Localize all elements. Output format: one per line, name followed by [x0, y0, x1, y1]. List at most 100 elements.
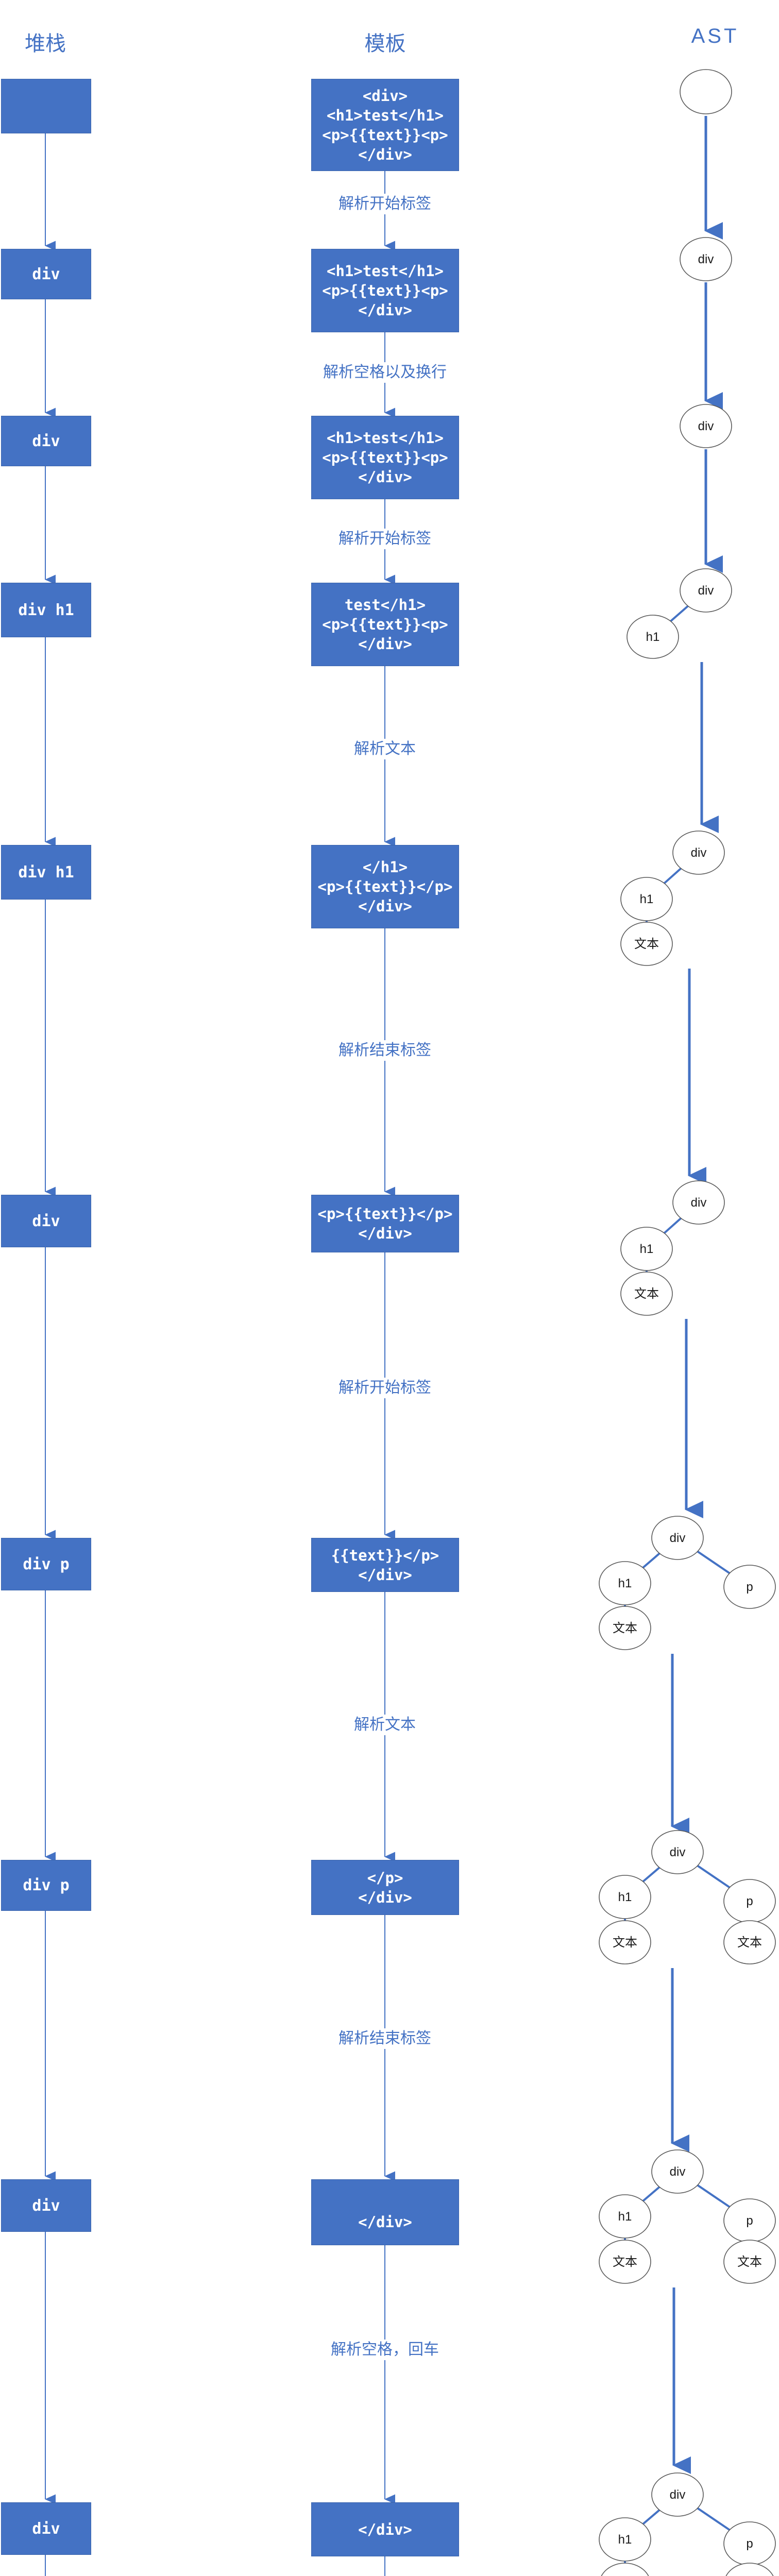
stack-box: div p — [1, 1860, 91, 1911]
template-code-line: </div> — [358, 635, 412, 653]
template-box: </div> — [311, 2502, 459, 2556]
template-column-title: 模板 — [364, 32, 406, 55]
ast-node-h1 — [620, 1227, 673, 1271]
step-label: 解析文本 — [282, 739, 488, 759]
svg-text:h1: h1 — [618, 1577, 632, 1590]
step-label: 解析开始标签 — [282, 194, 488, 214]
svg-text:文本: 文本 — [737, 2255, 762, 2269]
template-code-line: </div> — [358, 468, 412, 486]
ast-node-p — [723, 1565, 776, 1609]
template-code-line: </div> — [358, 1225, 412, 1242]
stack-box-label: div — [32, 432, 60, 450]
svg-text:p: p — [746, 1894, 753, 1908]
svg-text:h1: h1 — [646, 630, 660, 644]
svg-text:文本: 文本 — [613, 1936, 637, 1950]
svg-text:div: div — [691, 846, 707, 860]
template-code-line: <p>{{text}}</p> — [317, 878, 453, 895]
template-code-line: <p>{{text}}<p> — [322, 126, 448, 144]
stack-box-label: div — [32, 265, 60, 283]
template-code-line: <p>{{text}}<p> — [322, 282, 448, 299]
stack-box-label: div h1 — [18, 601, 74, 619]
step-label: 解析空格以及换行 — [282, 362, 488, 383]
stack-box: div — [1, 416, 91, 466]
template-code-line: <h1>test</h1> — [327, 262, 444, 280]
stack-box — [1, 79, 91, 133]
template-code-line: </div> — [358, 301, 412, 319]
svg-text:div: div — [698, 419, 714, 433]
ast-node-div — [672, 1180, 725, 1225]
template-box: <p>{{text}}</p> </div> — [311, 1195, 459, 1252]
ast-node-div — [651, 2472, 704, 2517]
ast-node-h1 — [599, 1875, 651, 1919]
stack-box: div — [1, 1195, 91, 1247]
step-label: 解析开始标签 — [282, 1378, 488, 1398]
ast-node-root — [680, 69, 732, 114]
ast-node-h1 — [599, 1561, 651, 1605]
svg-text:h1: h1 — [640, 1242, 654, 1256]
template-box: <h1>test</h1> <p>{{text}}<p> </div> — [311, 249, 459, 332]
template-code-line: <p>{{text}}<p> — [322, 616, 448, 633]
stack-box-label: div — [32, 2196, 60, 2215]
stack-box: div h1 — [1, 583, 91, 637]
svg-text:div: div — [691, 1196, 707, 1210]
stack-box-label: div — [32, 1212, 60, 1230]
ast-node-text — [723, 1920, 776, 1964]
ast-node-text — [723, 2240, 776, 2284]
ast-node-text — [599, 1920, 651, 1964]
template-code-line: </div> — [358, 2520, 412, 2538]
ast-node-h1 — [599, 2517, 651, 2562]
stack-box: div — [1, 2502, 91, 2555]
ast-node-div — [651, 2149, 704, 2194]
svg-text:h1: h1 — [640, 892, 654, 906]
svg-text:文本: 文本 — [634, 1287, 659, 1301]
template-code-line: <h1>test</h1> — [327, 429, 444, 447]
svg-text:文本: 文本 — [634, 937, 659, 951]
template-box: <h1>test</h1> <p>{{text}}<p> </div> — [311, 416, 459, 499]
template-code-line: <h1>test</h1> — [327, 106, 444, 124]
ast-node-text — [620, 922, 673, 966]
template-code-line: </h1> — [362, 858, 408, 876]
template-box: </div> — [311, 2179, 459, 2245]
ast-node-text — [599, 2240, 651, 2284]
ast-node-text — [599, 1606, 651, 1650]
svg-text:文本: 文本 — [737, 1936, 762, 1950]
svg-text:p: p — [746, 2214, 753, 2228]
svg-text:div: div — [670, 1845, 686, 1859]
svg-text:div: div — [670, 1531, 686, 1545]
stack-box: div p — [1, 1538, 91, 1590]
template-box: test</h1> <p>{{text}}<p> </div> — [311, 583, 459, 666]
svg-text:div: div — [670, 2488, 686, 2502]
template-code-line: test</h1> — [344, 596, 426, 614]
template-box: </p> </div> — [311, 1860, 459, 1915]
template-box: <div> <h1>test</h1> <p>{{text}}<p> </div… — [311, 79, 459, 171]
ast-node-div — [651, 1516, 704, 1560]
ast-node-text — [601, 2563, 649, 2576]
template-code-line: <p>{{text}}</p> — [317, 1205, 453, 1223]
ast-flow-arrows — [671, 116, 723, 2474]
stack-box-label: div — [32, 2519, 60, 2538]
template-code-line: {{text}}</p> — [331, 1546, 439, 1564]
stack-box: div — [1, 2179, 91, 2232]
svg-text:h1: h1 — [618, 2210, 632, 2224]
svg-text:h1: h1 — [618, 2533, 632, 2547]
template-box: </h1> <p>{{text}}</p> </div> — [311, 845, 459, 928]
template-code-line: </div> — [358, 2213, 412, 2231]
step-label: 解析开始标签 — [282, 529, 488, 549]
ast-node-text — [620, 1272, 673, 1316]
ast-tree-nodes — [599, 69, 776, 2576]
template-code-line: </div> — [358, 145, 412, 163]
step-label: 解析结束标签 — [282, 1040, 488, 1061]
stack-box-label: div p — [23, 1555, 70, 1573]
step-label: 解析结束标签 — [282, 2028, 488, 2049]
ast-node-div — [672, 831, 725, 875]
svg-text:文本: 文本 — [613, 2255, 637, 2269]
stack-box-label: div p — [23, 1876, 70, 1894]
template-code-line: </div> — [358, 1566, 412, 1584]
ast-node-text — [725, 2563, 774, 2576]
ast-node-div — [680, 237, 732, 281]
template-code-line: </div> — [358, 1888, 412, 1906]
template-code-line: <div> — [362, 87, 408, 105]
